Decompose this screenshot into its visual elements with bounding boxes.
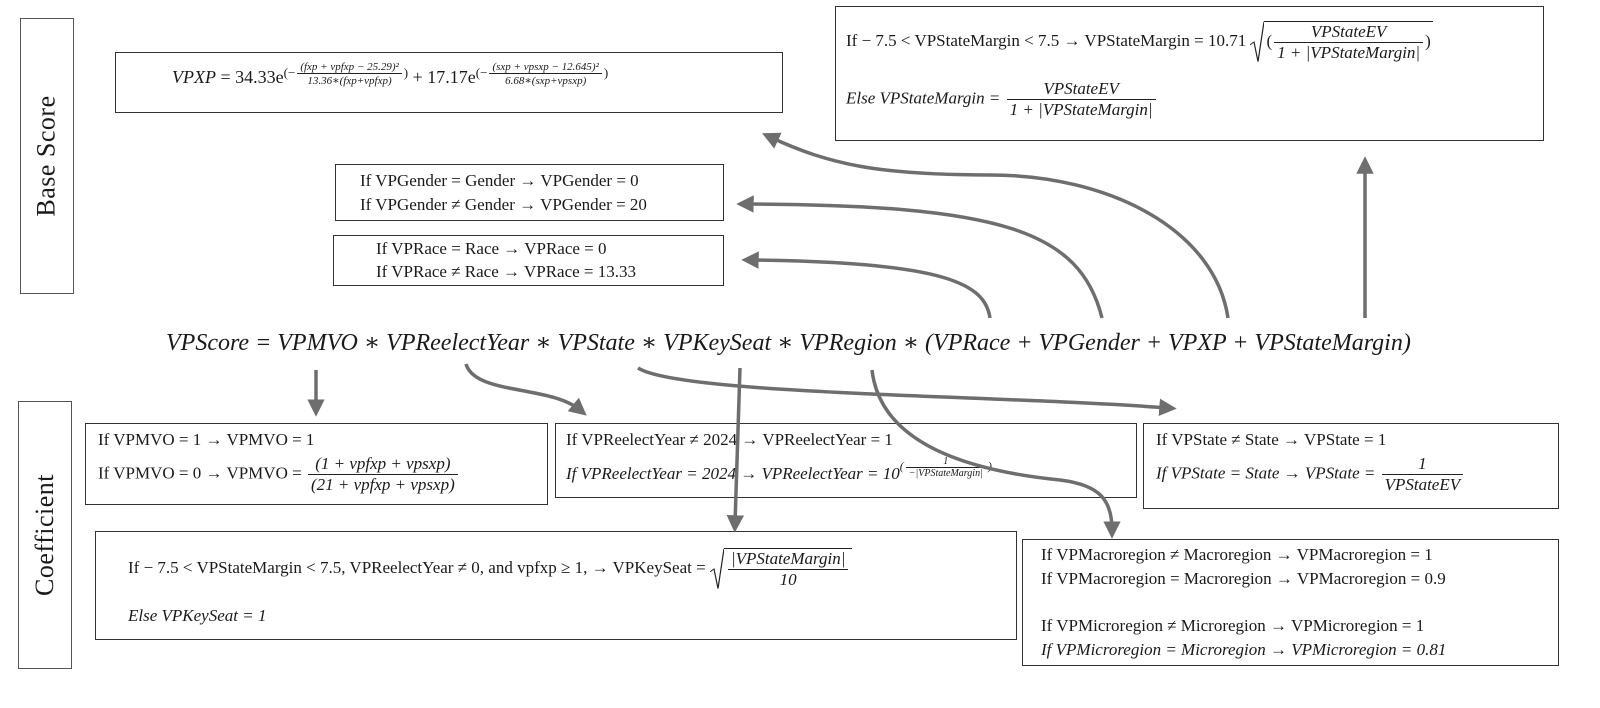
gender-line2: If VPGender ≠ Gender → VPGender = 20: [360, 195, 647, 214]
gender-line1: If VPGender = Gender → VPGender = 0: [360, 171, 639, 190]
vpxp-lhs: VPXP: [172, 67, 216, 87]
arrow-reelect-to-box: [464, 363, 587, 416]
state-num: 1: [1381, 454, 1464, 475]
mvo-rule-box: If VPMVO = 1 → VPMVO = 1 If VPMVO = 0 → …: [85, 423, 548, 505]
sqrt-radical-icon: [709, 548, 724, 589]
race-rule-box: If VPRace = Race → VPRace = 0 If VPRace …: [333, 235, 724, 286]
vpxp-exp1-num: (fxp + vpfxp − 25.29)²: [297, 61, 402, 74]
arrow-gender-to-box: [736, 195, 1104, 319]
vpxp-exp1-den: 13.36∗(fxp+vpfxp): [307, 75, 392, 87]
coefficient-label: Coefficient: [18, 401, 72, 669]
state-line1: If VPState ≠ State → VPState = 1: [1156, 430, 1387, 449]
main-vpscore-formula: VPScore = VPMVO ∗ VPReelectYear ∗ VPStat…: [166, 330, 1411, 356]
gender-rule-box: If VPGender = Gender → VPGender = 0 If V…: [335, 164, 724, 221]
state-den: VPStateEV: [1384, 475, 1461, 494]
statemargin-else-lhs: Else VPStateMargin =: [846, 88, 1005, 108]
keyseat-sqrt-den: 10: [779, 570, 797, 589]
arrow-region-to-box: [870, 369, 1121, 539]
region-line3: If VPMicroregion ≠ Microregion → VPMicro…: [1041, 616, 1425, 635]
arrow-keyseat-to-box: [726, 367, 745, 533]
reelect-rule-box: If VPReelectYear ≠ 2024 → VPReelectYear …: [555, 423, 1137, 498]
reelect-line2-lhs: If VPReelectYear = 2024 → VPReelectYear …: [566, 464, 900, 483]
statemargin-else-num: VPStateEV: [1006, 79, 1156, 100]
sqrt-radical-icon: [1250, 21, 1265, 62]
keyseat-rule-box: If − 7.5 < VPStateMargin < 7.5, VPReelec…: [95, 531, 1017, 640]
mvo-line1: If VPMVO = 1 → VPMVO = 1: [98, 430, 315, 449]
arrow-race-to-box: [741, 251, 992, 319]
vpxp-coef1: 34.33e: [235, 67, 284, 87]
state-line2-lhs: If VPState = State → VPState =: [1156, 463, 1376, 483]
statemargin-sqrt-den: 1 + |VPStateMargin|: [1277, 43, 1421, 62]
region-rule-box: If VPMacroregion ≠ Macroregion → VPMacro…: [1022, 539, 1559, 666]
statemargin-line1: If − 7.5 < VPStateMargin < 7.5 → VPState…: [846, 30, 1247, 50]
vpxp-exp2-num: (sxp + vpsxp − 12.645)²: [489, 61, 602, 74]
keyseat-line2: Else VPKeySeat = 1: [128, 606, 267, 625]
mvo-den: (21 + vpfxp + vpsxp): [310, 475, 455, 494]
race-line1: If VPRace = Race → VPRace = 0: [376, 239, 607, 258]
mvo-num: (1 + vpfxp + vpsxp): [307, 454, 458, 475]
arrow-state-to-box: [637, 366, 1177, 417]
arrow-vpxp-to-box: [762, 132, 1230, 319]
keyseat-sqrt-num: |VPStateMargin|: [727, 549, 849, 570]
region-line2: If VPMacroregion = Macroregion → VPMacro…: [1041, 569, 1446, 588]
mvo-line2-lhs: If VPMVO = 0 → VPMVO =: [98, 463, 302, 483]
base-score-label: Base Score: [20, 18, 74, 294]
statemargin-formula-box: If − 7.5 < VPStateMargin < 7.5 → VPState…: [835, 6, 1544, 141]
statemargin-else-den: 1 + |VPStateMargin|: [1009, 100, 1153, 119]
reelect-exp-den: −|VPStateMargin|: [908, 468, 983, 479]
reelect-exp-num: 1: [905, 456, 986, 468]
keyseat-line1-lhs: If − 7.5 < VPStateMargin < 7.5, VPReelec…: [128, 557, 706, 577]
region-line1: If VPMacroregion ≠ Macroregion → VPMacro…: [1041, 545, 1433, 564]
race-line2: If VPRace ≠ Race → VPRace = 13.33: [376, 262, 637, 281]
region-line4: If VPMicroregion = Microregion → VPMicro…: [1041, 640, 1447, 659]
reelect-line1: If VPReelectYear ≠ 2024 → VPReelectYear …: [566, 430, 893, 449]
vpxp-plus-term: + 17.17e: [412, 67, 476, 87]
state-rule-box: If VPState ≠ State → VPState = 1 If VPSt…: [1143, 423, 1559, 509]
vpxp-exp2-den: 6.68∗(sxp+vpsxp): [505, 75, 587, 87]
statemargin-sqrt-num: VPStateEV: [1274, 22, 1424, 43]
